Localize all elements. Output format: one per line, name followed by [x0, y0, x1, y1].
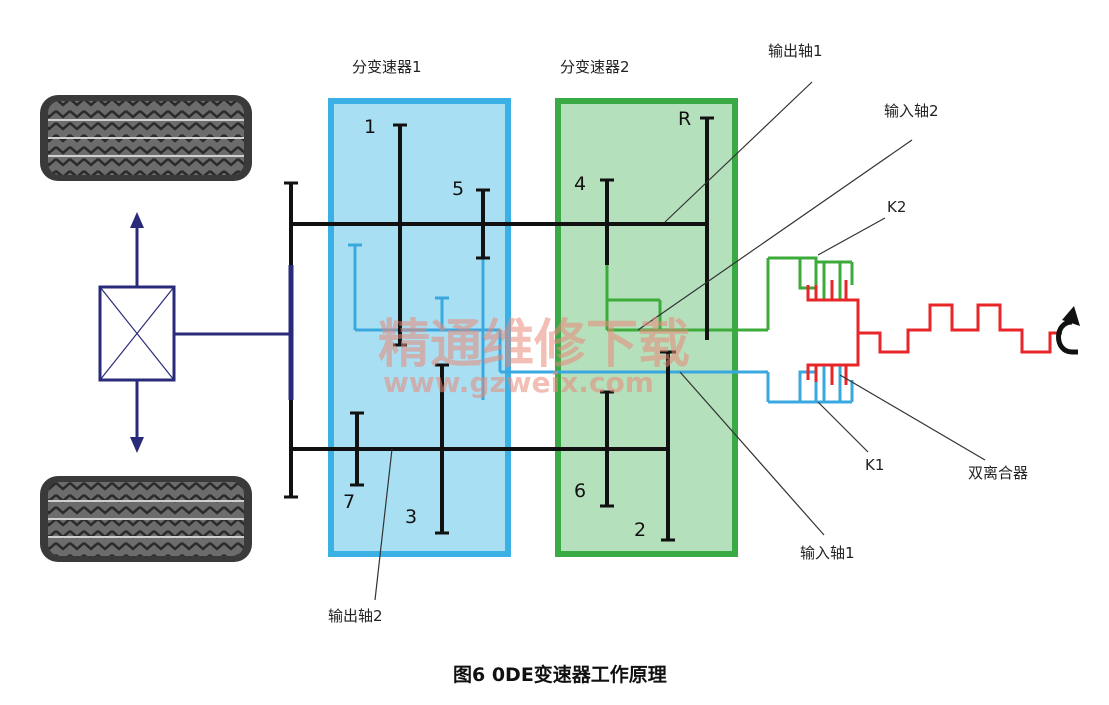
dual-clutch-label: 双离合器 [968, 464, 1028, 482]
input-shaft2-label: 输入轴2 [884, 102, 939, 120]
dual-clutch [798, 256, 1062, 404]
watermark-cn: 精通维修下载 [378, 315, 690, 375]
gear-label-r: R [678, 108, 691, 130]
input-shaft1-label: 输入轴1 [800, 544, 855, 562]
subgearbox1-box [328, 98, 511, 557]
subgearbox1-label: 分变速器1 [352, 58, 422, 76]
tire-icon [40, 476, 252, 562]
subgearbox2-label: 分变速器2 [560, 58, 630, 76]
tire-icon [40, 95, 252, 181]
differential-box-icon [98, 212, 290, 453]
gear-label-2: 2 [634, 519, 646, 541]
gear-label-1: 1 [364, 116, 376, 138]
k2-label: K2 [887, 198, 906, 216]
gear-label-3: 3 [405, 506, 417, 528]
input-shaft2 [605, 256, 800, 332]
watermark-url: www.gzweix.com [383, 366, 654, 399]
k1-label: K1 [865, 456, 884, 474]
figure-caption: 图6 0DE变速器工作原理 [453, 663, 667, 686]
rotation-arrow-icon [1056, 306, 1080, 355]
gear-label-7: 7 [343, 491, 355, 513]
gear-label-5: 5 [452, 178, 464, 200]
output-shaft1-label: 输出轴1 [768, 42, 823, 60]
final-drive [284, 181, 298, 499]
leader-lines [374, 81, 986, 601]
gear-shafts [350, 116, 714, 542]
output-shaft2-label: 输出轴2 [328, 607, 383, 625]
input-shaft1 [348, 243, 800, 404]
gear-label-6: 6 [574, 480, 586, 502]
gear-label-4: 4 [574, 173, 586, 195]
